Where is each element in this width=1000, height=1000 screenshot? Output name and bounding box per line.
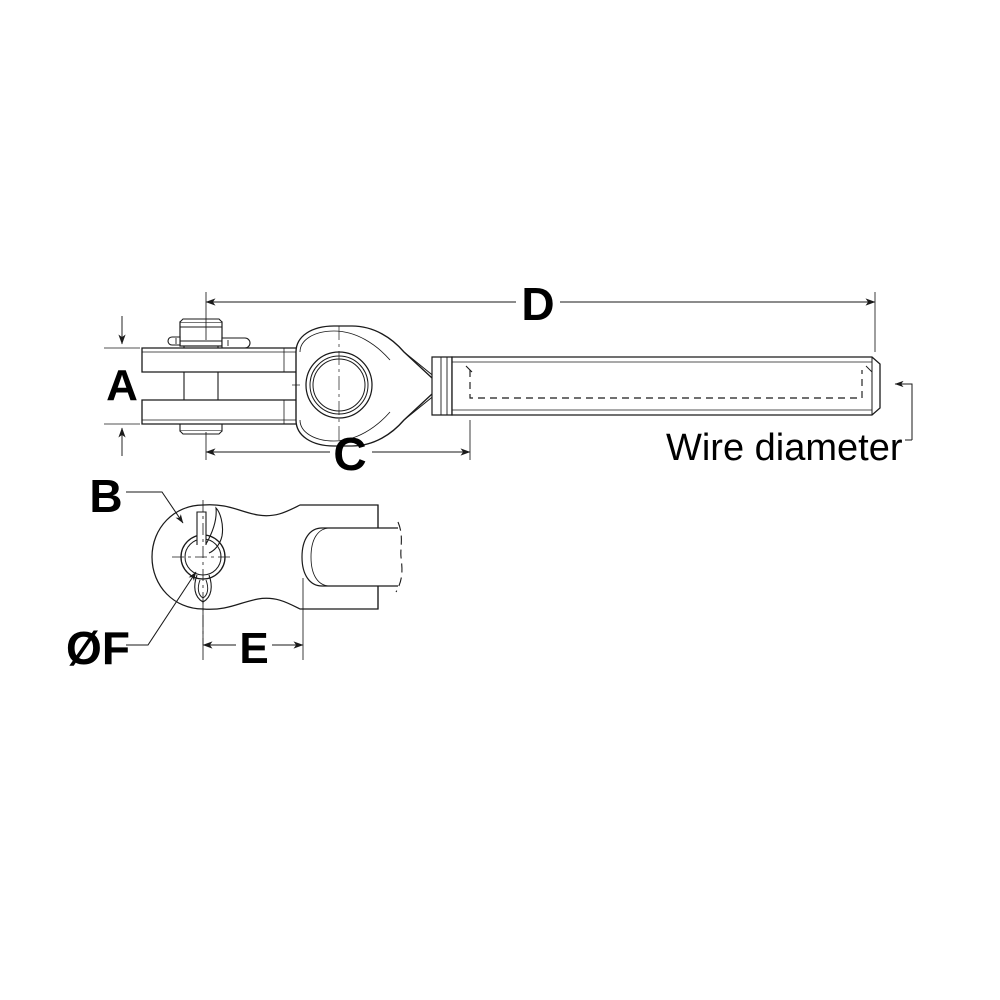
dimension-f-leader <box>126 571 197 646</box>
dimension-b-leader <box>126 491 184 524</box>
wire-diameter-label: Wire diameter <box>666 427 903 469</box>
jaw-boss-outline <box>151 504 204 610</box>
lower-jaw-arm <box>141 399 301 425</box>
dimension-a <box>104 316 140 456</box>
dimension-e <box>202 578 304 660</box>
dimension-label-e: E <box>239 624 268 673</box>
dimension-label-d: D <box>521 278 554 330</box>
jaw-body-profile <box>202 504 379 610</box>
clevis-pin-plan <box>172 500 234 645</box>
hidden-bore-line <box>469 370 863 399</box>
dimension-label-c: C <box>333 428 366 480</box>
dimension-label-a: A <box>106 361 138 410</box>
wire-diameter-leader <box>894 380 913 441</box>
plan-shank <box>301 505 403 609</box>
toggle-head-body <box>292 325 437 448</box>
dimension-d <box>205 292 876 352</box>
side-elevation-view <box>104 292 913 460</box>
dimension-label-f: ØF <box>66 622 130 674</box>
plan-bottom-view <box>126 491 403 660</box>
swage-tube <box>431 356 881 416</box>
dimension-c <box>205 420 471 460</box>
upper-jaw-arm <box>141 347 301 373</box>
dimension-label-b: B <box>89 470 122 522</box>
